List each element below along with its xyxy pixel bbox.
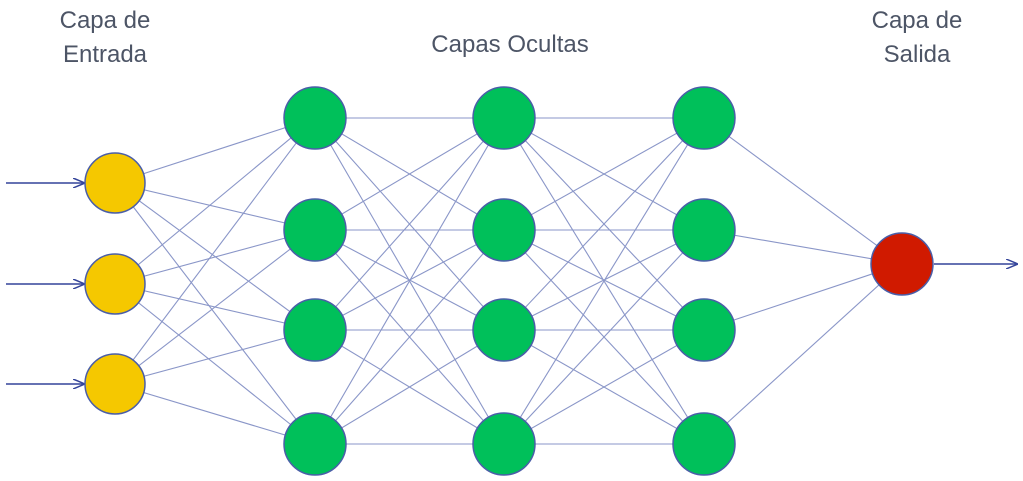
connection-line (503, 117, 705, 231)
input-layer-label: Capa de Entrada (30, 4, 180, 72)
hidden-2-node-2 (472, 198, 536, 262)
input-layer-label-line-1: Capa de (59, 7, 151, 34)
input-layer-label-line-2: Entrada (62, 41, 148, 68)
hidden-1-node-3 (283, 298, 347, 362)
connection-line (114, 182, 316, 445)
hidden-3-node-1 (672, 86, 736, 150)
input-node-3 (84, 353, 146, 415)
input-node-1 (84, 152, 146, 214)
hidden-2-node-4 (472, 412, 536, 476)
connection-line (314, 117, 505, 445)
output-layer-label-line-2: Salida (883, 41, 951, 68)
output-node-1 (870, 232, 934, 296)
input-node-2 (84, 253, 146, 315)
connection-line (114, 283, 316, 445)
connection-line (503, 117, 705, 331)
hidden-3-node-4 (672, 412, 736, 476)
output-layer-label: Capa de Salida (842, 4, 992, 72)
connection-line (314, 229, 505, 445)
hidden-1-node-4 (283, 412, 347, 476)
connection-line (114, 117, 316, 285)
connection-line (114, 329, 316, 385)
connection-line (314, 117, 505, 331)
hidden-1-node-1 (283, 86, 347, 150)
hidden-1-node-2 (283, 198, 347, 262)
connection-line (503, 329, 705, 445)
hidden-layers-label: Capas Ocultas (380, 28, 640, 62)
connection-line (703, 117, 903, 265)
output-layer-label-line-1: Capa de (871, 7, 963, 34)
connection-line (114, 229, 316, 285)
connection-line (503, 229, 705, 445)
connection-line (503, 117, 705, 445)
connection-line (114, 182, 316, 231)
nodes (84, 86, 934, 476)
connection-line (314, 117, 505, 231)
connection-line (114, 117, 316, 184)
connection-line (114, 117, 316, 385)
connection-line (703, 229, 903, 265)
hidden-2-node-1 (472, 86, 536, 150)
hidden-3-node-2 (672, 198, 736, 262)
connection-line (314, 329, 505, 445)
arrows (6, 183, 1017, 384)
hidden-layers-label-text: Capas Ocultas (431, 31, 589, 58)
connections (114, 117, 903, 445)
hidden-3-node-3 (672, 298, 736, 362)
connection-line (703, 263, 903, 445)
connection-line (703, 263, 903, 331)
connection-line (114, 383, 316, 445)
hidden-2-node-3 (472, 298, 536, 362)
connection-line (114, 229, 316, 385)
